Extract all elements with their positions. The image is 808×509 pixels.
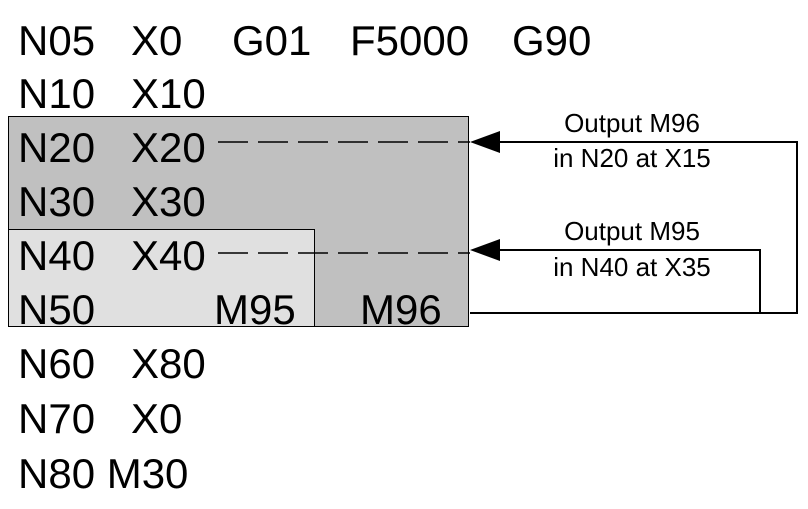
n30-label: N30	[18, 178, 96, 225]
m96-annotation-line2: in N20 at X15	[553, 143, 711, 173]
n20-x: X20	[131, 124, 206, 171]
n70-label: N70	[18, 395, 96, 442]
n20-label: N20	[18, 124, 96, 171]
n50-label: N50	[18, 286, 96, 333]
m96-arrowhead	[470, 131, 500, 153]
n50-m95: M95	[214, 286, 296, 333]
n30-x: X30	[131, 178, 206, 225]
n80-line: N80 M30	[18, 450, 189, 497]
m95-feedback-line	[498, 249, 761, 313]
n50-m96: M96	[360, 286, 442, 333]
n10-label: N10	[18, 70, 96, 117]
m95-range-block	[8, 229, 315, 327]
n40-x: X40	[131, 232, 206, 279]
m96-feedback-line	[470, 141, 798, 314]
m95-annotation-line1: Output M95	[564, 216, 700, 246]
n05-x: X0	[131, 17, 183, 64]
n05-label: N05	[18, 17, 96, 64]
n05-g90: G90	[512, 17, 592, 64]
n10-x: X10	[131, 70, 206, 117]
n60-x: X80	[131, 340, 206, 387]
n40-label: N40	[18, 232, 96, 279]
m95-annotation-line2: in N40 at X35	[553, 252, 711, 282]
m95-arrowhead	[470, 239, 500, 261]
n05-feed: F5000	[350, 17, 470, 64]
m96-annotation-line1: Output M96	[564, 108, 700, 138]
n05-g01: G01	[232, 17, 312, 64]
n60-label: N60	[18, 340, 96, 387]
n70-x: X0	[131, 395, 183, 442]
